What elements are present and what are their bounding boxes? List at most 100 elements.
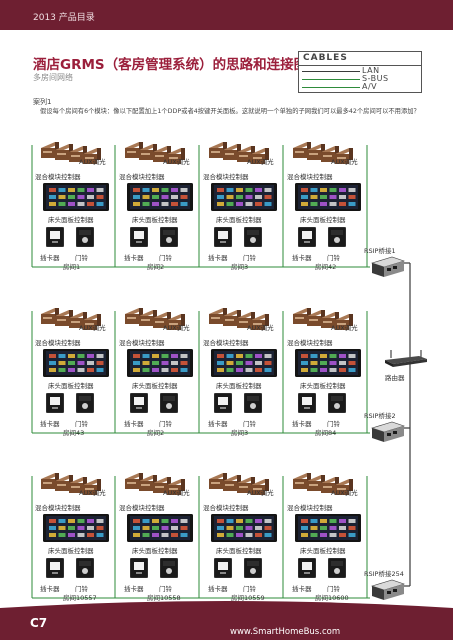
- card-reader-image: [45, 392, 65, 417]
- av-line-swatch: [302, 87, 360, 89]
- room-label: 房间10558: [147, 594, 181, 602]
- room-label: 房间2: [147, 263, 165, 271]
- card-reader-label: 插卡器: [208, 420, 228, 428]
- doorbell-label: 门铃: [75, 585, 88, 593]
- legend-item-sbus: S-BUS: [299, 74, 421, 84]
- bedside-panel-image: [211, 349, 277, 381]
- card-reader-label: 插卡器: [208, 585, 228, 593]
- aux-dimmer-label: AUX调光: [163, 489, 190, 497]
- mixed-module-controller-image: [121, 306, 185, 336]
- page-subtitle: 多房间网络: [33, 73, 73, 82]
- doorbell-label: 门铃: [159, 585, 172, 593]
- bedside-panel-label: 床头面板控制器: [216, 547, 262, 555]
- bedside-panel-image: [211, 514, 277, 546]
- bedside-panel-image: [43, 514, 109, 546]
- aux-dimmer-label: AUX调光: [331, 324, 358, 332]
- legend-label-av: A/V: [362, 82, 378, 91]
- card-reader-image: [129, 392, 149, 417]
- room-label: 房间43: [63, 429, 85, 437]
- doorbell-image: [327, 392, 347, 417]
- doorbell-label: 门铃: [75, 254, 88, 262]
- doorbell-image: [75, 557, 95, 582]
- mixed-module-controller-image: [121, 140, 185, 170]
- rsip-bridge-label: RSIP桥接2: [364, 412, 396, 420]
- bedside-panel-label: 床头面板控制器: [132, 216, 178, 224]
- doorbell-image: [159, 226, 179, 251]
- bedside-panel-image: [127, 183, 193, 215]
- doorbell-image: [243, 392, 263, 417]
- card-reader-label: 插卡器: [40, 420, 60, 428]
- mixed-module-controller-image: [289, 140, 353, 170]
- mixed-controller-label: 混合模块控制器: [287, 339, 333, 347]
- mixed-controller-label: 混合模块控制器: [119, 173, 165, 181]
- router-device: [383, 350, 429, 372]
- mixed-module-controller-image: [37, 306, 101, 336]
- bedside-panel-image: [295, 183, 361, 215]
- router-label: 路由器: [385, 374, 405, 382]
- bedside-panel-label: 床头面板控制器: [132, 382, 178, 390]
- cables-legend-title: CABLES: [303, 53, 348, 63]
- rsip-bridge-label: RSIP桥接254: [364, 570, 404, 578]
- mixed-module-controller-image: [289, 471, 353, 501]
- bedside-panel-label: 床头面板控制器: [216, 216, 262, 224]
- room-label: 房间10559: [231, 594, 265, 602]
- card-reader-label: 插卡器: [124, 585, 144, 593]
- card-reader-label: 插卡器: [40, 585, 60, 593]
- doorbell-label: 门铃: [327, 420, 340, 428]
- card-reader-label: 插卡器: [124, 420, 144, 428]
- mixed-controller-label: 混合模块控制器: [203, 504, 249, 512]
- mixed-controller-label: 混合模块控制器: [287, 504, 333, 512]
- room-label: 房间3: [231, 429, 249, 437]
- mixed-controller-label: 混合模块控制器: [35, 504, 81, 512]
- aux-dimmer-label: AUX调光: [247, 324, 274, 332]
- doorbell-label: 门铃: [159, 254, 172, 262]
- legend-label-lan: LAN: [362, 66, 380, 75]
- mixed-module-controller-image: [205, 140, 269, 170]
- mixed-controller-label: 混合模块控制器: [203, 173, 249, 181]
- doorbell-label: 门铃: [75, 420, 88, 428]
- aux-dimmer-label: AUX调光: [247, 158, 274, 166]
- bedside-panel-image: [295, 514, 361, 546]
- case-label: 案列1: [33, 98, 52, 106]
- aux-dimmer-label: AUX调光: [79, 158, 106, 166]
- card-reader-image: [45, 226, 65, 251]
- aux-dimmer-label: AUX调光: [331, 158, 358, 166]
- doorbell-image: [159, 557, 179, 582]
- bedside-panel-label: 床头面板控制器: [300, 216, 346, 224]
- card-reader-image: [213, 557, 233, 582]
- room-label: 房间2: [147, 429, 165, 437]
- bedside-panel-image: [211, 183, 277, 215]
- card-reader-image: [129, 226, 149, 251]
- description-text: 假设每个房间有6个模块：像以下配置加上1个DDP或者4按键开关面板。这就说明一个…: [40, 108, 420, 115]
- aux-dimmer-label: AUX调光: [247, 489, 274, 497]
- page-title: 酒店GRMS（客房管理系统）的思路和连接图: [33, 57, 308, 73]
- rsip-bridge-device: [370, 255, 406, 283]
- rsip-bridge-device: [370, 420, 406, 448]
- cables-legend: CABLES LAN S-BUS A/V: [298, 51, 422, 93]
- header-title: 2013 产品目录: [33, 13, 95, 23]
- mixed-module-controller-image: [289, 306, 353, 336]
- room-label: 房间3: [231, 263, 249, 271]
- aux-dimmer-label: AUX调光: [163, 324, 190, 332]
- header-bar: [0, 0, 453, 30]
- rsip-bridge-label: RSIP桥接1: [364, 247, 396, 255]
- mixed-controller-label: 混合模块控制器: [119, 339, 165, 347]
- bedside-panel-label: 床头面板控制器: [300, 382, 346, 390]
- bedside-panel-label: 床头面板控制器: [48, 216, 94, 224]
- doorbell-image: [327, 226, 347, 251]
- doorbell-label: 门铃: [327, 254, 340, 262]
- card-reader-image: [129, 557, 149, 582]
- sbus-line-swatch: [302, 79, 360, 81]
- card-reader-image: [45, 557, 65, 582]
- room-label: 房间42: [315, 263, 337, 271]
- bedside-panel-image: [43, 183, 109, 215]
- bedside-panel-image: [127, 349, 193, 381]
- mixed-controller-label: 混合模块控制器: [203, 339, 249, 347]
- doorbell-label: 门铃: [243, 585, 256, 593]
- page-number: C7: [30, 616, 48, 630]
- card-reader-image: [213, 226, 233, 251]
- card-reader-label: 插卡器: [124, 254, 144, 262]
- doorbell-image: [75, 392, 95, 417]
- mixed-module-controller-image: [121, 471, 185, 501]
